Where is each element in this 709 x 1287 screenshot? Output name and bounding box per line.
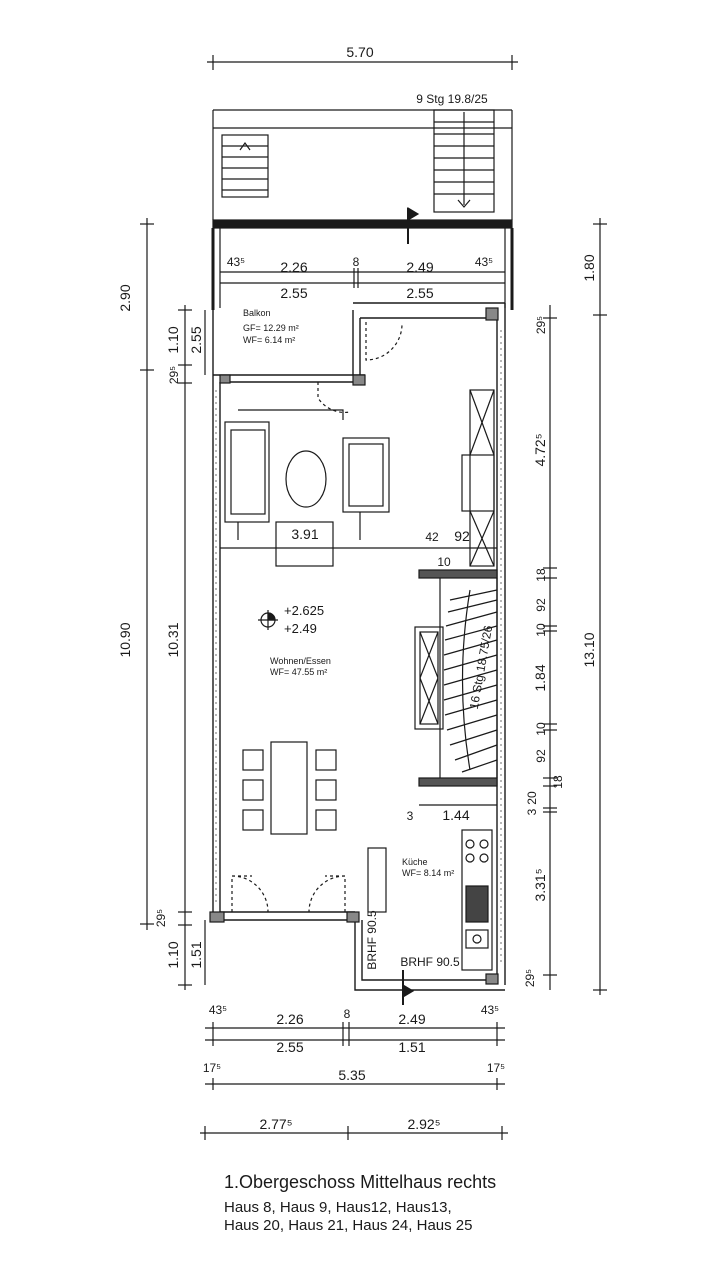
dim-r-184: 1.84: [532, 664, 548, 691]
dim-left-29: 29⁵: [167, 366, 181, 384]
dim-r-18a: 18: [534, 568, 548, 582]
dim-table-391: 3.91: [291, 526, 318, 542]
dim-r-10a: 10: [534, 623, 548, 637]
dim-bot-292: 2.92⁵: [407, 1116, 440, 1132]
outer-stair-main: [433, 109, 495, 213]
dim-bot-226: 2.26: [276, 1011, 303, 1027]
dim-left-255: 2.55: [188, 326, 204, 353]
interior-staircase: [414, 569, 498, 787]
sofa-group: [224, 409, 390, 567]
dim-r-92a: 92: [534, 598, 548, 612]
balcony-parapet: [212, 219, 513, 229]
dim-92: 92: [454, 528, 470, 544]
dim-left-290: 2.90: [117, 284, 133, 311]
dim-bot-17r: 17⁵: [487, 1061, 505, 1075]
dim-bot-43: 43⁵: [209, 1003, 227, 1017]
dim-bal-8: 8: [353, 255, 360, 269]
room-kueche-wf: WF= 8.14 m²: [402, 868, 454, 878]
dim-bot-43r: 43⁵: [481, 1003, 499, 1017]
dim-r-20: 20: [525, 791, 539, 805]
dim-left-151: 1.51: [188, 941, 204, 968]
dim-left-1090: 10.90: [117, 622, 133, 657]
dim-bot-249: 2.49: [398, 1011, 425, 1027]
dim-bal-255b: 2.55: [406, 285, 433, 301]
floor-plan: 5.70 9 Stg 19.8/25 43⁵ 2.26 8 2.49 43⁵ 2…: [117, 44, 607, 1140]
stairs-top-label: 9 Stg 19.8/25: [416, 92, 488, 106]
dim-r-18b: 18: [551, 775, 565, 789]
dim-bot-17: 17⁵: [203, 1061, 221, 1075]
dim-bot-535: 5.35: [338, 1067, 365, 1083]
plan-title: 1.Obergeschoss Mittelhaus rechts: [224, 1172, 497, 1192]
plan-houses-line2: Haus 20, Haus 21, Haus 24, Haus 25: [224, 1217, 473, 1234]
dim-top-total: 5.70: [346, 44, 373, 60]
dim-bal-226: 2.26: [280, 259, 307, 275]
room-balkon-gf: GF= 12.29 m²: [243, 323, 299, 333]
exterior-walls: [212, 302, 506, 991]
room-balkon-name: Balkon: [243, 308, 271, 318]
level-lower: +2.49: [284, 621, 317, 636]
dim-bot-151: 1.51: [398, 1039, 425, 1055]
room-wohnen-name: Wohnen/Essen: [270, 656, 331, 666]
dim-r-92b: 92: [534, 749, 548, 763]
dim-left-110b: 1.10: [165, 941, 181, 968]
plan-caption: 1.Obergeschoss Mittelhaus rechts Haus 8,…: [224, 1172, 694, 1235]
dim-42: 42: [425, 530, 439, 544]
dim-3: 3: [407, 809, 414, 823]
dim-144: 1.44: [442, 807, 469, 823]
dim-left-110: 1.10: [165, 326, 181, 353]
brhf-right: BRHF 90.5: [400, 955, 460, 969]
dim-10: 10: [437, 555, 451, 569]
dim-bot-8: 8: [344, 1007, 351, 1021]
room-balkon-wf: WF= 6.14 m²: [243, 335, 295, 345]
level-upper: +2.625: [284, 603, 324, 618]
dim-right-180: 1.80: [581, 254, 597, 281]
dim-r-10b: 10: [534, 722, 548, 736]
dim-bal-43r: 43⁵: [475, 255, 493, 269]
room-kueche-name: Küche: [402, 857, 428, 867]
dim-bal-43: 43⁵: [227, 255, 245, 269]
dim-bot-255: 2.55: [276, 1039, 303, 1055]
dim-bal-255a: 2.55: [280, 285, 307, 301]
dining-table: [242, 741, 337, 835]
kitchen-counter-lower: [367, 829, 493, 971]
dim-r-331: 3.31⁵: [532, 868, 548, 901]
dim-bal-249: 2.49: [406, 259, 433, 275]
dim-r-29b: 29⁵: [523, 969, 537, 987]
dim-r-29a: 29⁵: [534, 316, 548, 334]
dim-left-29b: 29⁵: [154, 909, 168, 927]
room-wohnen-wf: WF= 47.55 m²: [270, 667, 327, 677]
brhf-left: BRHF 90.5: [365, 910, 379, 970]
outer-stair-left: [221, 134, 269, 198]
dim-r-472: 4.72⁵: [532, 433, 548, 466]
plan-houses-line1: Haus 8, Haus 9, Haus12, Haus13,: [224, 1199, 452, 1216]
dim-bot-277: 2.77⁵: [259, 1116, 292, 1132]
dim-right-1310: 13.10: [581, 632, 597, 667]
stairs-inner-label: 16 Stg 18.75/26: [467, 624, 496, 710]
dim-r-3: 3: [525, 808, 539, 815]
kitchen-counter-upper: [461, 389, 495, 567]
dim-left-1031: 10.31: [165, 622, 181, 657]
